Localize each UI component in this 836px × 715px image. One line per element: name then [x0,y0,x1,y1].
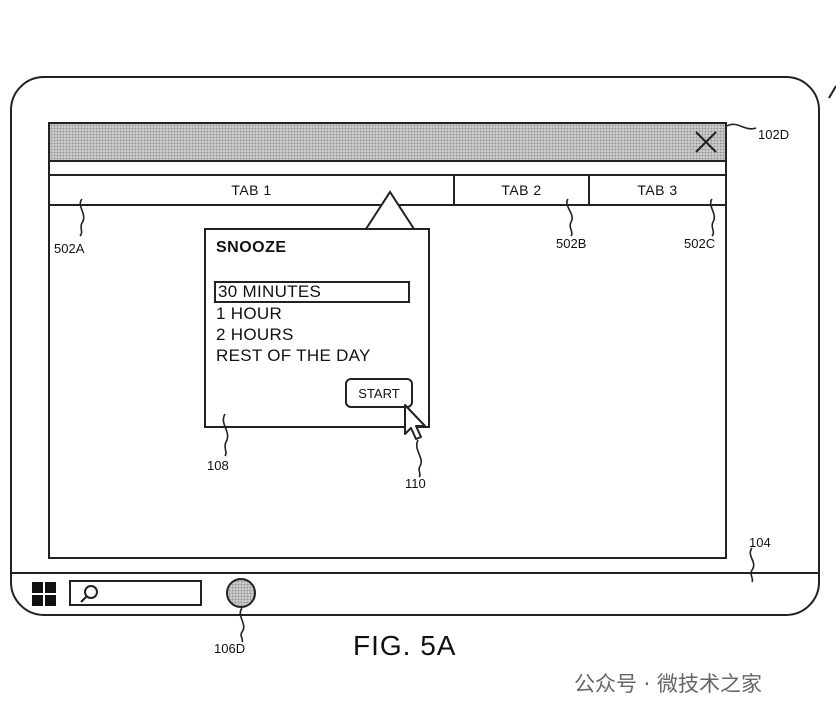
ref-102d: 102D [758,127,790,142]
ref-106d: 106D [214,641,246,656]
search-magnifier-icon [80,585,98,603]
pointer-cursor-icon [404,404,426,440]
ref-502c: 502C [684,236,716,251]
tab-2[interactable]: TAB 2 [455,176,590,204]
ref-502b: 502B [556,236,587,251]
figure-caption: FIG. 5A [353,630,457,661]
title-bar [50,124,725,162]
taskbar-search-box[interactable] [69,580,202,606]
ref-108: 108 [207,458,229,473]
snooze-option-2-hours[interactable]: 2 HOURS [216,325,294,344]
snooze-option-rest-of-day[interactable]: REST OF THE DAY [216,346,371,365]
taskbar-app-icon[interactable] [226,578,256,608]
taskbar-divider [10,572,820,574]
ref-502a: 502A [54,241,85,256]
popup-title: SNOOZE [216,239,287,256]
start-button[interactable]: START [345,378,413,408]
tab-1[interactable]: TAB 1 [50,176,455,204]
windows-logo-icon[interactable] [32,582,56,606]
tab-3[interactable]: TAB 3 [637,182,678,198]
close-x-icon[interactable] [693,129,719,155]
snooze-popup: SNOOZE 30 MINUTES 1 HOUR 2 HOURS REST OF… [204,228,430,428]
ref-110: 110 [405,476,426,491]
snooze-option-1-hour[interactable]: 1 HOUR [216,304,283,323]
watermark-text: 公众号 · 微技术之家 [574,672,763,696]
snooze-option-30-minutes[interactable]: 30 MINUTES [214,281,410,303]
ref-104: 104 [749,535,771,550]
device-frame [10,76,820,616]
tab-bar: TAB 1 TAB 2 TAB 3 [50,174,725,206]
